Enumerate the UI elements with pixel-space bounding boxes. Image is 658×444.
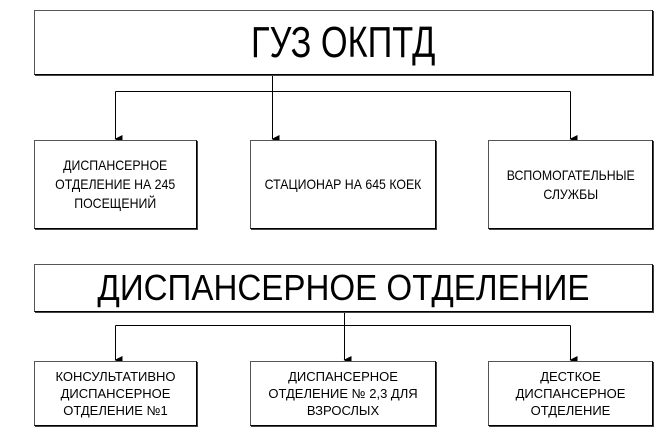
top-connector <box>114 75 578 143</box>
bottom-connector <box>114 312 578 364</box>
child-label: ДИСПАНСЕРНОЕ ОТДЕЛЕНИЕ НА 245 ПОСЕЩЕНИЙ <box>55 157 176 211</box>
child-label: КОНСУЛЬТАТИВНО ДИСПАНСЕРНОЕ ОТДЕЛЕНИЕ №1 <box>55 369 176 418</box>
org-root-box: ГУЗ ОКПТД <box>34 10 653 75</box>
child-box-children-dispensary: ДЕСТКОЕ ДИСПАНСЕРНОЕ ОТДЕЛЕНИЕ <box>488 361 653 426</box>
child-box-adult-dispensary: ДИСПАНСЕРНОЕ ОТДЕЛЕНИЕ № 2,3 ДЛЯ ВЗРОСЛЫ… <box>250 361 436 426</box>
child-label: ДЕСТКОЕ ДИСПАНСЕРНОЕ ОТДЕЛЕНИЕ <box>515 369 626 418</box>
dispensary-root-box: ДИСПАНСЕРНОЕ ОТДЕЛЕНИЕ <box>34 264 653 312</box>
child-box-hospital: СТАЦИОНАР НА 645 КОЕК <box>250 140 436 229</box>
child-box-dispensary: ДИСПАНСЕРНОЕ ОТДЕЛЕНИЕ НА 245 ПОСЕЩЕНИЙ <box>34 140 197 229</box>
child-label: ДИСПАНСЕРНОЕ ОТДЕЛЕНИЕ № 2,3 ДЛЯ ВЗРОСЛЫ… <box>268 369 418 418</box>
child-box-support-services: ВСПОМОГАТЕЛЬНЫЕ СЛУЖБЫ <box>488 140 653 229</box>
child-label: СТАЦИОНАР НА 645 КОЕК <box>264 176 422 192</box>
dispensary-root-title: ДИСПАНСЕРНОЕ ОТДЕЛЕНИЕ <box>97 267 590 308</box>
child-label: ВСПОМОГАТЕЛЬНЫЕ СЛУЖБЫ <box>506 166 635 202</box>
org-root-title: ГУЗ ОКПТД <box>251 17 436 67</box>
child-box-consultative: КОНСУЛЬТАТИВНО ДИСПАНСЕРНОЕ ОТДЕЛЕНИЕ №1 <box>34 361 197 426</box>
